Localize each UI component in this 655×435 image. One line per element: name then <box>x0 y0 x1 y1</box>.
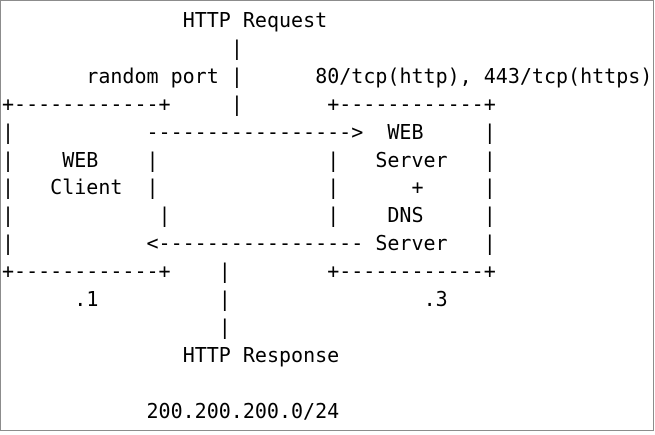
http-request-title: HTTP Request <box>182 8 328 32</box>
client-ip-label: .1 <box>74 287 99 311</box>
response-flow-line-lower: | | | <box>218 259 231 339</box>
http-response-arrow: <----------------- <box>146 231 364 256</box>
web-dns-server-box: +------------+ WEB | | Server | | + | | … <box>327 91 496 284</box>
client-random-port-label: random port <box>86 63 219 88</box>
request-flow-line-upper: | | | <box>230 35 243 116</box>
http-request-arrow: -----------------> <box>146 119 364 144</box>
http-response-title: HTTP Response <box>182 342 340 367</box>
server-ip-label: .3 <box>423 287 448 311</box>
web-client-box: +------------+ | | WEB | | Client | | | … <box>2 91 171 284</box>
server-ports-label: 80/tcp(http), 443/tcp(https) <box>315 63 653 88</box>
network-address-label: 200.200.200.0/24 <box>146 398 340 423</box>
